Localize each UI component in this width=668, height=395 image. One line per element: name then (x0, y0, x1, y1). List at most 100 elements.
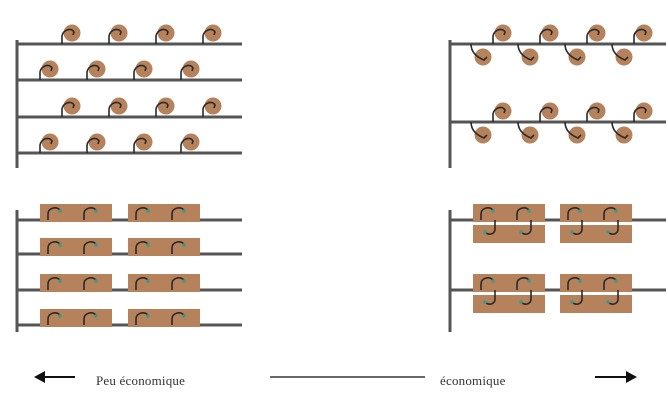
hook-tip (519, 300, 523, 304)
flat-sack (560, 204, 632, 222)
round-sack (108, 24, 128, 44)
sack-body (560, 274, 632, 292)
hook-icon (180, 64, 194, 80)
sack-body (560, 204, 632, 222)
hook-tip (146, 209, 150, 213)
hook-icon (611, 43, 629, 61)
hook-icon (633, 106, 647, 122)
hook-icon (480, 277, 494, 290)
hook-icon (171, 277, 185, 290)
hook-icon (516, 207, 530, 220)
hook-icon (470, 43, 488, 61)
sack-body (473, 204, 545, 222)
hook-icon (492, 28, 506, 44)
hook-tip (614, 209, 618, 213)
hook-icon (47, 312, 61, 325)
round-sack (133, 60, 153, 80)
flat-sack (473, 204, 545, 222)
sack-body (135, 133, 153, 151)
sack-body (635, 102, 653, 120)
hook-tip (94, 243, 98, 247)
hook-icon (47, 241, 61, 254)
sack-body (63, 97, 81, 115)
hook-icon (39, 137, 53, 153)
sack-body (635, 24, 653, 42)
hook-tip (146, 279, 150, 283)
hook-icon (171, 241, 185, 254)
sack-body (110, 97, 128, 115)
arrow-right-icon (595, 371, 637, 383)
hook-icon (603, 207, 617, 220)
hook-tip (570, 230, 574, 234)
hook-tip (483, 300, 487, 304)
round-sack (633, 102, 653, 122)
sack-body (40, 309, 112, 327)
sack-body (182, 133, 200, 151)
round-sack (180, 60, 200, 80)
round-sack (517, 43, 539, 66)
flat-sack (40, 309, 112, 327)
hook-tip (483, 230, 487, 234)
round-sack (180, 133, 200, 153)
hook-tip (578, 279, 582, 283)
hook-icon (61, 28, 75, 44)
flat-sack (560, 220, 632, 243)
round-sack (86, 133, 106, 153)
sack-body (473, 274, 545, 292)
sack-body (541, 24, 559, 42)
hook-icon (83, 277, 97, 290)
hook-icon (135, 312, 149, 325)
round-sack (133, 133, 153, 153)
sack-body (157, 24, 175, 42)
flat-sack (40, 204, 112, 222)
hook-icon (633, 28, 647, 44)
hook-tip (58, 209, 62, 213)
hook-tip (614, 279, 618, 283)
sack-body (560, 225, 632, 243)
hook-icon (586, 106, 600, 122)
flat-sack (128, 238, 200, 256)
hook-icon (155, 28, 169, 44)
hook-tip (491, 279, 495, 283)
sack-body (568, 48, 586, 66)
hook-tip (182, 243, 186, 247)
hook-icon (517, 43, 535, 61)
hook-tip (527, 209, 531, 213)
hook-icon (135, 241, 149, 254)
hook-icon (586, 28, 600, 44)
sack-body (40, 204, 112, 222)
hook-icon (61, 101, 75, 117)
hook-icon (567, 207, 581, 220)
hook-icon (202, 28, 216, 44)
sack-body (110, 24, 128, 42)
sack-body (88, 60, 106, 78)
label-economique: économique (440, 373, 506, 388)
hook-icon (83, 207, 97, 220)
sack-body (474, 126, 492, 144)
round-sack (108, 97, 128, 117)
sack-body (204, 97, 222, 115)
hook-icon (567, 277, 581, 290)
hook-icon (83, 241, 97, 254)
hook-tip (146, 314, 150, 318)
flat-sack (560, 274, 632, 292)
sack-body (63, 24, 81, 42)
hook-icon (539, 106, 553, 122)
flat-sack (40, 238, 112, 256)
round-sack (492, 24, 512, 44)
label-peu-economique: Peu économique (96, 373, 186, 388)
sack-body (135, 60, 153, 78)
flat-sack (473, 290, 545, 313)
sack-body (157, 97, 175, 115)
round-sack (202, 97, 222, 117)
hook-icon (47, 207, 61, 220)
sack-body (541, 102, 559, 120)
sack-body (521, 126, 539, 144)
hook-icon (516, 277, 530, 290)
flat-sack (128, 204, 200, 222)
round-sack (61, 24, 81, 44)
hook-icon (492, 106, 506, 122)
sack-body (40, 238, 112, 256)
sack-body (474, 48, 492, 66)
